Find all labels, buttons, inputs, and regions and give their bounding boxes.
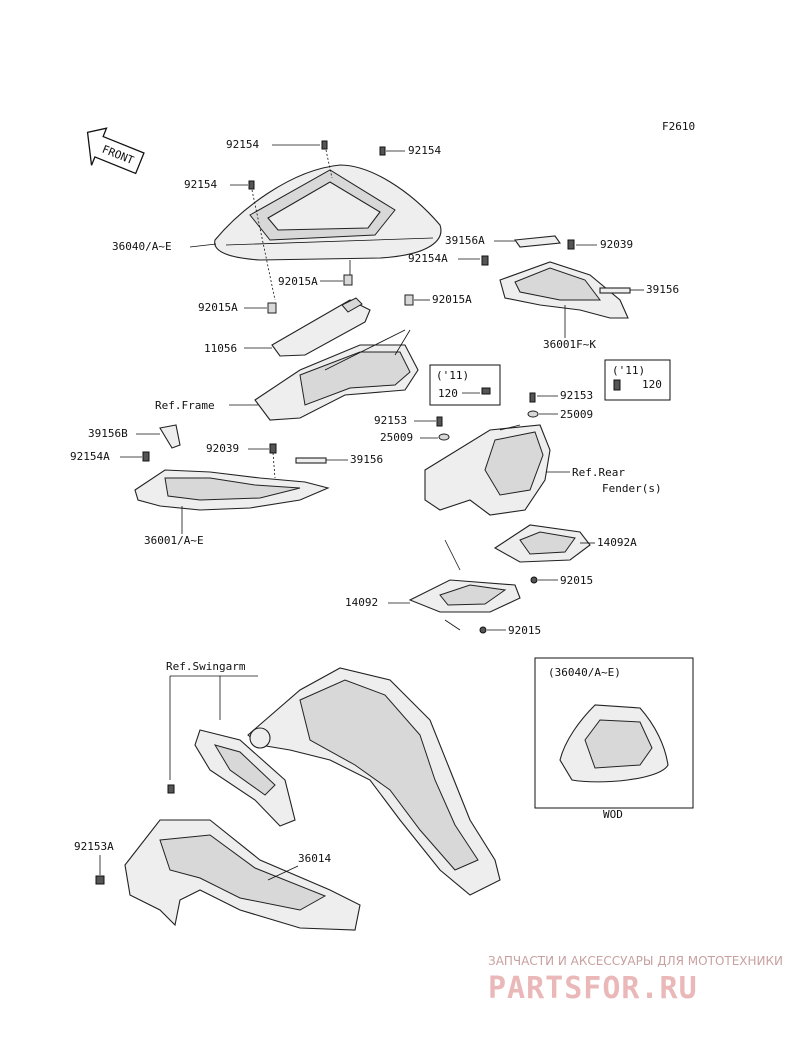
bracket-part [271,297,371,357]
seat-cowl-wod-part [559,704,669,783]
bolt-icon [613,379,621,391]
decal-part [514,235,561,248]
label-92153-b: 92153 [374,414,407,427]
decal-part [159,424,181,449]
label-36001ae: 36001/A~E [144,534,204,547]
left-side-cover-part [134,469,330,511]
screw-icon [567,239,575,250]
inset-box [534,657,694,809]
bolt-icon [95,875,105,885]
bolt-icon [529,392,536,403]
bolt-icon [379,146,386,156]
decal-strip-part [599,287,631,294]
label-92039-b: 92039 [206,442,239,455]
right-side-cover-part [499,261,629,319]
washer-icon [438,433,450,441]
swingarm-part [247,667,501,896]
label-92015a-2: 92015A [198,301,238,314]
nut-icon [530,576,538,584]
rear-frame-part [254,329,419,421]
label-ref-rear: Ref.Rear [572,466,625,479]
watermark-tagline: ЗАПЧАСТИ И АКСЕССУАРЫ ДЛЯ МОТОТЕХНИКИ [488,954,783,968]
label-120-b: 120 [642,378,662,391]
reflector-cover-a-part [493,524,591,563]
bolt-icon [167,784,175,794]
label-ref-rear-fender: Fender(s) [602,482,662,495]
front-arrow-icon: FRONT [86,127,145,175]
label-92154-a: 92154 [226,138,259,151]
label-14092: 14092 [345,596,378,609]
label-year-11-a: ('11) [436,369,469,382]
grommet-icon [343,274,353,286]
chain-guard-part [194,729,296,827]
label-92015-b: 92015 [560,574,593,587]
label-92015-c: 92015 [508,624,541,637]
year-box-b [604,359,671,401]
label-25009-a: 25009 [560,408,593,421]
label-ref-swingarm: Ref.Swingarm [166,660,246,673]
label-39156-a: 39156 [646,283,679,296]
watermark-brand: PARTSFOR.RU [488,971,698,1006]
label-25009-b: 25009 [380,431,413,444]
label-92154-b: 92154 [408,144,441,157]
label-39156a: 39156A [445,234,485,247]
label-14092a: 14092A [597,536,637,549]
label-92153a: 92153A [74,840,114,853]
nut-icon [479,626,487,634]
bolt-icon [142,451,150,462]
label-92015a-1: 92015A [278,275,318,288]
reflector-cover-part [408,579,521,613]
rear-fender-part [424,424,551,516]
label-92154a-2: 92154A [70,450,110,463]
label-wod: WOD [603,808,623,821]
bolt-icon [321,140,328,150]
diagram-code: F2610 [662,120,695,133]
label-36014: 36014 [298,852,331,865]
bolt-icon [436,416,443,427]
seat-cowl-part [214,164,442,261]
screw-icon [269,443,277,454]
washer-icon [527,410,539,418]
bolt-icon [481,255,489,266]
label-36001fk: 36001F~K [543,338,596,351]
label-year-11-b: ('11) [612,364,645,377]
label-36040: 36040/A~E [112,240,172,253]
bolt-icon [248,180,255,190]
label-92039-a: 92039 [600,238,633,251]
label-39156-b: 39156 [350,453,383,466]
decal-strip-part [295,457,327,464]
label-inset-title: (36040/A~E) [548,666,621,679]
label-39156b: 39156B [88,427,128,440]
label-92153-a: 92153 [560,389,593,402]
label-92154a-1: 92154A [408,252,448,265]
grommet-icon [404,294,414,306]
bolt-icon [481,387,491,395]
label-11056: 11056 [204,342,237,355]
grommet-icon [267,302,277,314]
label-92015a-3: 92015A [432,293,472,306]
year-box-a [429,364,501,406]
label-92154-c: 92154 [184,178,217,191]
label-ref-frame: Ref.Frame [155,399,215,412]
chain-cover-part [124,819,361,931]
label-120-a: 120 [438,387,458,400]
